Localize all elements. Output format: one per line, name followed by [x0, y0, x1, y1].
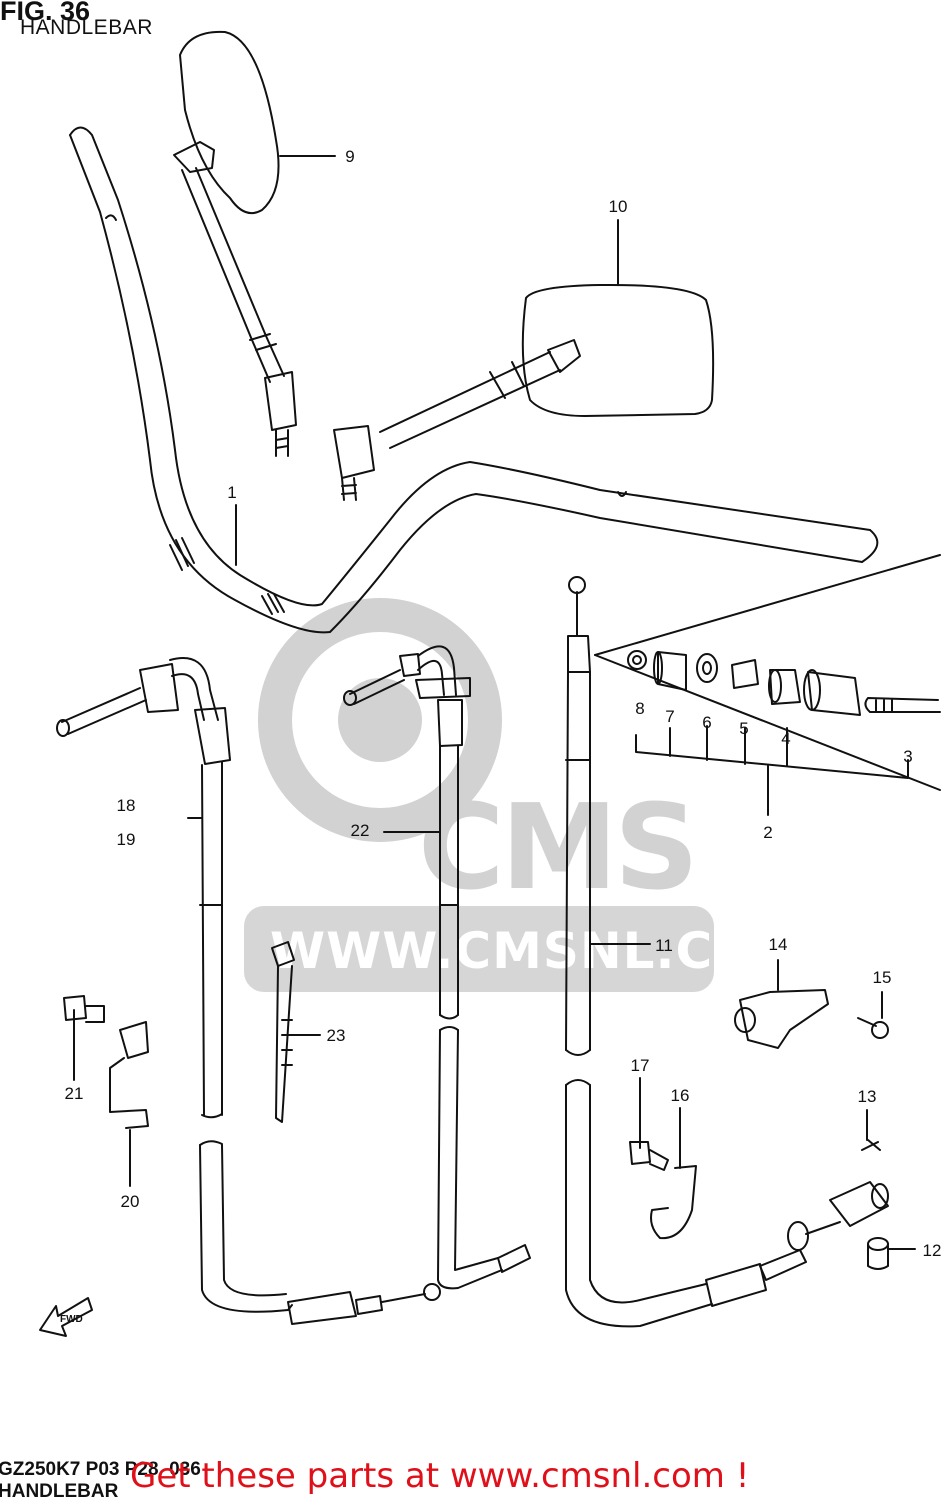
throttle-grip-assembly — [594, 554, 941, 816]
callout-2: 2 — [763, 823, 772, 842]
clamp-16 — [650, 1165, 697, 1240]
model-code: GZ250K7 P03 P28_036 — [0, 1459, 201, 1480]
fwd-arrow — [39, 1297, 93, 1337]
callout-9: 9 — [345, 147, 354, 166]
callout-22: 22 — [351, 821, 370, 840]
figure-number: FIG. 36 — [0, 0, 91, 26]
callout-7: 7 — [665, 707, 674, 726]
callout-16: 16 — [671, 1086, 690, 1105]
pin-12 — [867, 1237, 889, 1270]
callout-6: 6 — [702, 713, 711, 732]
figure-title: HANDLEBAR — [20, 16, 153, 39]
footer-title: HANDLEBAR — [0, 1481, 119, 1502]
callout-10: 10 — [609, 197, 628, 216]
callout-3: 3 — [903, 747, 912, 766]
screw-15 — [857, 1017, 889, 1039]
callout-21: 21 — [65, 1084, 84, 1103]
bracket-14 — [734, 989, 829, 1049]
callout-5: 5 — [739, 719, 748, 738]
throttle-cable-1 — [56, 657, 441, 1325]
mirror-left — [173, 30, 297, 457]
clamp-left — [109, 1021, 149, 1129]
leader-lines — [73, 155, 916, 1250]
bolt-left — [63, 995, 105, 1023]
callout-12: 12 — [923, 1241, 942, 1260]
callout-23: 23 — [327, 1026, 346, 1045]
callout-13: 13 — [858, 1087, 877, 1106]
callout-4: 4 — [781, 729, 790, 748]
mirror-right — [333, 283, 715, 501]
callout-19: 19 — [117, 830, 136, 849]
handlebar — [69, 126, 879, 634]
callout-15: 15 — [873, 968, 892, 987]
callout-17: 17 — [631, 1056, 650, 1075]
throttle-cable-2 — [343, 645, 531, 1290]
callout-14: 14 — [769, 935, 788, 954]
watermark-url: WWW.CMSNL.COM — [270, 922, 808, 980]
callout-20: 20 — [121, 1192, 140, 1211]
watermark-banner — [244, 906, 714, 992]
clutch-cable — [565, 576, 889, 1328]
callout-1: 1 — [227, 483, 236, 502]
promo-link[interactable]: Get these parts at www.cmsnl.com ! — [130, 1456, 750, 1496]
cable-tie — [271, 941, 295, 1123]
fwd-label: FWD — [60, 1314, 83, 1325]
callout-8: 8 — [635, 699, 644, 718]
callout-11: 11 — [655, 936, 673, 955]
callout-18: 18 — [117, 796, 136, 815]
bolt-17 — [629, 1141, 669, 1171]
